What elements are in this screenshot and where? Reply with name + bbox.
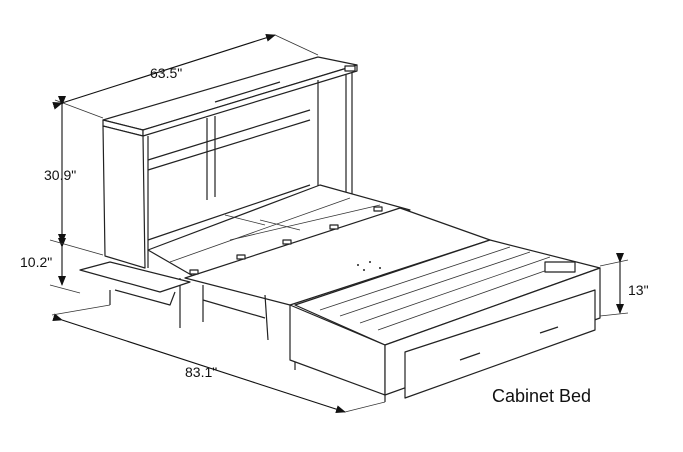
bed-platform <box>147 184 411 281</box>
cabinet-top <box>102 56 358 131</box>
dimension-lines <box>49 33 629 414</box>
cabinet-left-side <box>102 125 146 269</box>
caption: Cabinet Bed <box>492 386 591 406</box>
base-height-label: 10.2" <box>20 254 52 270</box>
drawer <box>404 289 596 399</box>
side-shelf <box>79 261 191 293</box>
bed-frame <box>79 184 601 402</box>
open-length-label: 83.1" <box>185 364 217 380</box>
foot-height-label: 13" <box>628 282 649 298</box>
width-label: 63.5" <box>150 65 182 81</box>
cabinet-height-label: 30.9" <box>44 167 76 183</box>
